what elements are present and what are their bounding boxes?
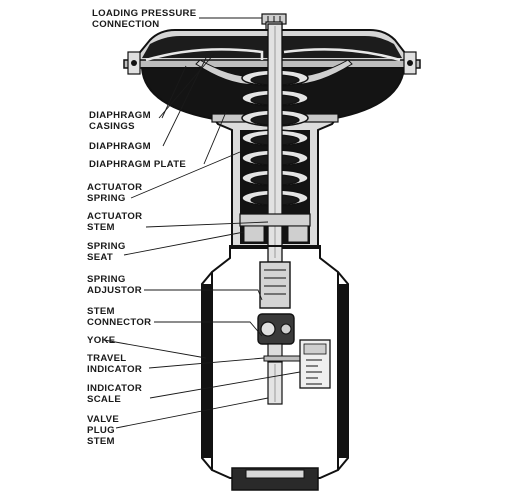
label-line: STEM xyxy=(87,436,115,447)
label-line: DIAPHRAGM xyxy=(89,141,151,152)
actuator-illustration xyxy=(123,13,421,491)
label-line: STEM xyxy=(87,306,115,317)
label-line: CONNECTION xyxy=(92,19,160,30)
casing-bolt-right xyxy=(403,51,417,75)
label-loading-pressure-connection: LOADING PRESSURE CONNECTION xyxy=(92,8,199,30)
label-line: SCALE xyxy=(87,394,121,405)
label-line: ACTUATOR xyxy=(87,182,142,193)
label-diaphragm: DIAPHRAGM xyxy=(89,141,151,152)
leader-lines xyxy=(103,17,301,429)
label-line: LOADING PRESSURE xyxy=(92,8,197,19)
stem-connector-shape xyxy=(257,313,295,345)
label-line: CASINGS xyxy=(89,121,135,132)
label-line: SEAT xyxy=(87,252,113,263)
label-line: TRAVEL xyxy=(87,353,126,364)
label-line: DIAPHRAGM PLATE xyxy=(89,159,186,170)
label-line: SPRING xyxy=(87,193,126,204)
label-line: PLUG xyxy=(87,425,115,436)
label-diaphragm-plate: DIAPHRAGM PLATE xyxy=(89,159,186,170)
label-line: SPRING xyxy=(87,241,126,252)
label-spring-adjustor: SPRING ADJUSTOR xyxy=(87,274,142,296)
label-line: ADJUSTOR xyxy=(87,285,142,296)
label-travel-indicator: TRAVEL INDICATOR xyxy=(87,353,142,375)
indicator-scale-plate-icon xyxy=(299,339,331,389)
label-actuator-stem: ACTUATOR STEM xyxy=(87,211,145,233)
label-line: DIAPHRAGM xyxy=(89,110,151,121)
spring-adjustor-shape xyxy=(259,261,291,309)
travel-indicator-shape xyxy=(263,343,305,363)
label-yoke: YOKE xyxy=(87,335,116,346)
label-line: YOKE xyxy=(87,335,116,346)
label-line: SPRING xyxy=(87,274,126,285)
label-line: CONNECTOR xyxy=(87,317,151,328)
label-line: ACTUATOR xyxy=(87,211,142,222)
label-valve-plug-stem: VALVE PLUG STEM xyxy=(87,414,122,447)
label-indicator-scale: INDICATOR SCALE xyxy=(87,383,145,405)
label-stem-connector: STEM CONNECTOR xyxy=(87,306,151,328)
label-line: INDICATOR xyxy=(87,383,142,394)
diaphragm-membrane xyxy=(145,48,401,62)
valve-plug-stem-shape xyxy=(267,361,283,405)
label-diaphragm-casings: DIAPHRAGM CASINGS xyxy=(89,110,154,132)
yoke-frame xyxy=(201,245,349,491)
label-spring-seat: SPRING SEAT xyxy=(87,241,129,263)
label-line: STEM xyxy=(87,222,115,233)
spring-seat-shape xyxy=(239,213,311,243)
callout-labels: LOADING PRESSURE CONNECTION DIAPHRAGM CA… xyxy=(87,8,199,447)
label-actuator-spring: ACTUATOR SPRING xyxy=(87,182,145,204)
label-line: INDICATOR xyxy=(87,364,142,375)
label-line: VALVE xyxy=(87,414,119,425)
casing-bolt-left xyxy=(127,51,141,75)
